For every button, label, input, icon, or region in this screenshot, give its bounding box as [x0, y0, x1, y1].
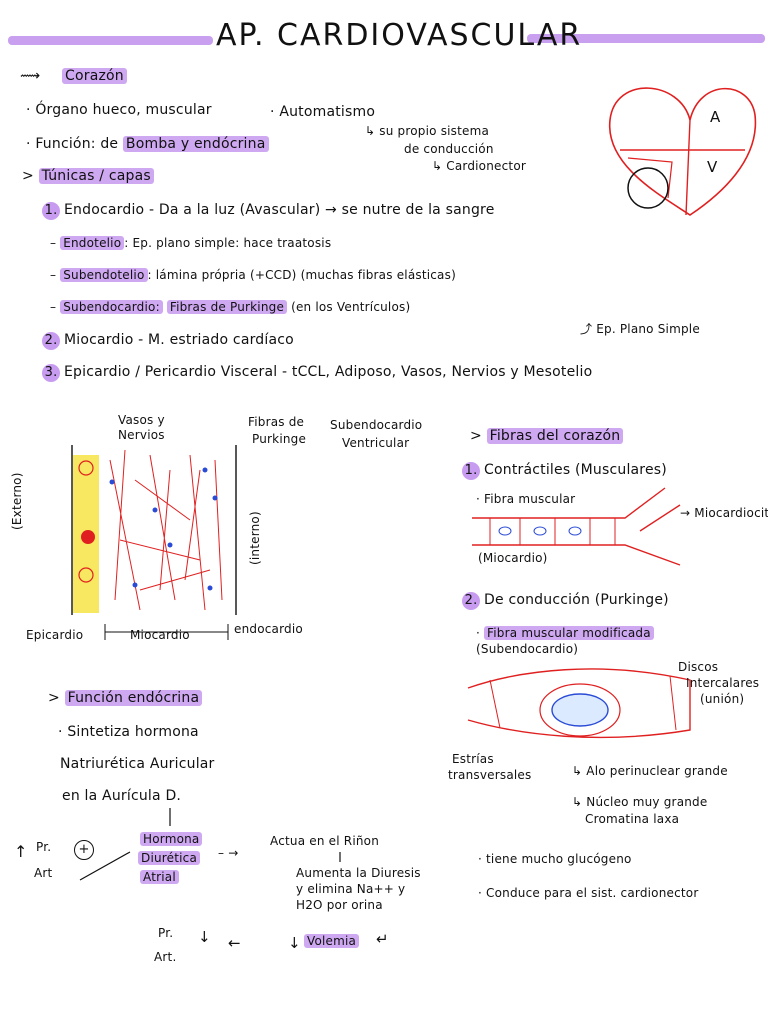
tunica-sub-subendocardio: – Subendocardio: Fibras de Purkinge (en …: [50, 300, 411, 314]
heart-label-a: A: [710, 108, 721, 126]
pr-art-down-1: Pr.: [158, 926, 174, 940]
hormona-line-3: Atrial: [140, 870, 179, 884]
pr-art-down-arrow-icon: ↓: [198, 928, 211, 946]
tunica-sub-endotelio: – Endotelio: Ep. plano simple: hace traa…: [50, 236, 332, 250]
estrias-label-1: Estrías: [452, 752, 494, 766]
endocrina-line-2: Natriurética Auricular: [60, 756, 215, 772]
aumenta-2: y elimina Na++ y: [296, 882, 406, 896]
label-interno: (interno): [248, 511, 262, 565]
hormona-line-1: Hormona: [140, 832, 203, 846]
aumenta-1: Aumenta la Diuresis: [296, 866, 421, 880]
conduce-bullet: · Conduce para el sist. cardionector: [478, 886, 699, 900]
tunica-item-1: 1.Endocardio - Da a la luz (Avascular) →…: [42, 202, 495, 220]
label-externo: (Externo): [10, 472, 24, 530]
tunicas-heading: > Túnicas / capas: [22, 168, 154, 184]
label-epicardio: Epicardio: [26, 628, 84, 642]
label-ventricular: Ventricular: [342, 436, 410, 450]
label-vasos: Vasos y: [118, 413, 165, 427]
label-endocardio: endocardio: [234, 622, 303, 636]
bullet-organo: · Órgano hueco, muscular: [26, 102, 212, 118]
section-heading-corazon: Corazón: [62, 68, 127, 84]
endocrina-line-3: en la Aurícula D.: [62, 788, 182, 804]
label-miocardio: Miocardio: [130, 628, 190, 642]
endocrina-line-1: · Sintetiza hormona: [58, 724, 199, 740]
pr-art-up-arrow-icon: ↑: [14, 842, 28, 861]
label-fibras-de: Fibras de: [248, 415, 305, 429]
actua-rinon: Actua en el Riñon: [270, 834, 380, 848]
label-nervios: Nervios: [118, 428, 165, 442]
heart-label-v: V: [707, 158, 718, 176]
pr-art-up-2: Art: [34, 866, 53, 880]
subendo-paren: (Subendocardio): [476, 642, 579, 656]
endocrina-heading: > Función endócrina: [48, 690, 203, 706]
fibra-mod-label: · Fibra muscular modificada: [476, 626, 654, 640]
discos-label-1: Discos: [678, 660, 719, 674]
plus-circle-icon: +: [74, 840, 94, 860]
tunica-sub-subendotelio: – Subendotelio: lámina própria (+CCD) (m…: [50, 268, 456, 282]
label-subendocardio: Subendocardio: [330, 418, 423, 432]
estrias-label-2: transversales: [448, 768, 532, 782]
title-bar-right: [527, 34, 765, 43]
hormona-line-2: Diurética: [138, 851, 201, 865]
fibra-muscular-label: · Fibra muscular: [476, 492, 576, 506]
label-purkinge: Purkinge: [252, 432, 307, 446]
volemia-down-arrow-icon: ↓: [288, 934, 301, 952]
glucogeno-bullet: · tiene mucho glucógeno: [478, 852, 632, 866]
fibras-item-2: 2.De conducción (Purkinge): [462, 592, 669, 610]
ep-note: ⤴ Ep. Plano Simple: [580, 322, 700, 336]
nucleo-label: ↳ Núcleo muy grande: [572, 795, 708, 809]
title-bar-left: [8, 36, 213, 45]
automatismo-note3: ↳ Cardionector: [432, 159, 526, 173]
pr-art-down-2: Art.: [154, 950, 177, 964]
automatismo-note2: de conducción: [404, 142, 494, 156]
halo-label: ↳ Alo perinuclear grande: [572, 764, 728, 778]
fibras-item-1: 1.Contráctiles (Musculares): [462, 462, 667, 480]
volemia-label: Volemia: [304, 934, 360, 948]
heart-outline: [609, 87, 757, 216]
automatismo-note: ↳ su propio sistema: [365, 124, 490, 138]
miocardiocito-label: → Miocardiocito: [680, 506, 768, 520]
bullet-funcion: · Función: de Bomba y endócrina: [26, 136, 269, 152]
pr-art-up-1: Pr.: [36, 840, 52, 854]
discos-label-3: (unión): [700, 692, 745, 706]
page-title: AP. CARDIOVASCULAR: [216, 18, 583, 53]
discos-label-2: Intercalares: [686, 676, 760, 690]
tunica-item-2: 2.Miocardio - M. estriado cardíaco: [42, 332, 294, 350]
left-arrow-icon: ←: [228, 934, 241, 952]
arrow-to-rinon-icon: – →: [218, 846, 239, 860]
fibras-heading: > Fibras del corazón: [470, 428, 624, 444]
nucleo-label-2: Cromatina laxa: [585, 812, 680, 826]
bullet-automatismo: · Automatismo: [270, 104, 376, 120]
arrow-icon: ⟿: [20, 68, 41, 84]
miocardio-paren: (Miocardio): [478, 551, 548, 565]
tunica-item-3: 3.Epicardio / Pericardio Visceral - tCCL…: [42, 364, 592, 382]
return-arrow-icon: ↵: [376, 930, 389, 948]
aumenta-3: H2O por orina: [296, 898, 383, 912]
